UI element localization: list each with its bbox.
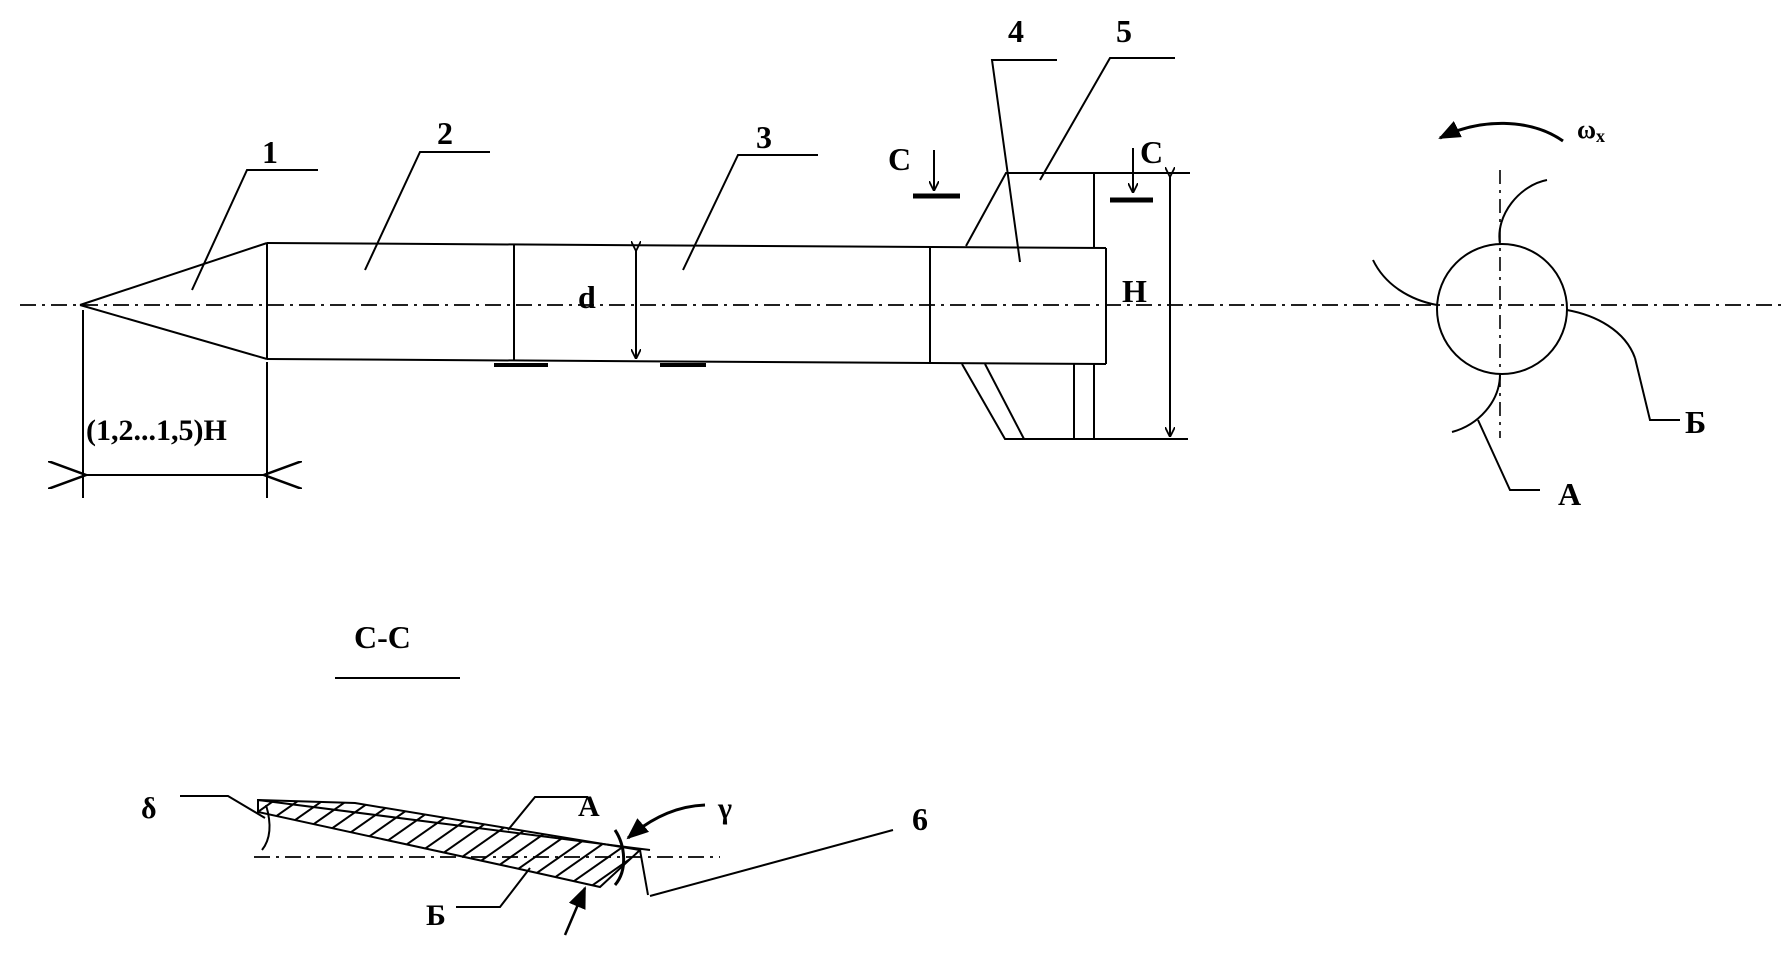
label-angle-delta: δ (141, 792, 157, 825)
label-part-6: 6 (912, 801, 928, 837)
body-top-edge (267, 243, 1106, 248)
leader-part-1 (192, 170, 318, 290)
label-omega: ωx (1577, 115, 1605, 146)
leader-part-4 (992, 60, 1057, 262)
label-edge-a: А (1558, 476, 1581, 512)
label-part-2: 2 (437, 115, 453, 151)
nose-cone (80, 243, 267, 359)
blade-tip-line (640, 850, 648, 895)
main-view-labels: 1 2 3 4 5 d H (1,2...1,5)H C C (86, 13, 1163, 447)
leader-angle-delta (180, 796, 265, 818)
label-section-edge-a: А (578, 790, 600, 823)
label-part-1: 1 (262, 134, 278, 170)
label-omega-subscript: x (1596, 126, 1605, 146)
gamma-leader-arrow (628, 805, 705, 838)
label-part-3: 3 (756, 119, 772, 155)
label-height: H (1122, 273, 1147, 309)
section-view-labels: С-С δ γ А Б 6 (141, 619, 928, 932)
end-view-fin-left (1373, 260, 1437, 305)
label-section-edge-b: Б (426, 899, 446, 932)
label-part-4: 4 (1008, 13, 1024, 49)
label-section-left: C (888, 141, 911, 177)
rotation-arrow (1440, 123, 1563, 141)
leader-edge-a (1478, 420, 1540, 490)
label-part-5: 5 (1116, 13, 1132, 49)
section-title: С-С (354, 619, 411, 655)
end-view-fin-bottom (1452, 374, 1500, 432)
label-edge-b: Б (1685, 404, 1706, 440)
label-angle-gamma: γ (717, 792, 732, 825)
leader-edge-b (1635, 358, 1680, 420)
leader-part-3 (683, 155, 818, 270)
leader-part-2 (365, 152, 490, 270)
end-view-fin-right (1567, 310, 1635, 358)
thickness-arrow-lower (565, 888, 585, 935)
label-diameter: d (578, 279, 596, 315)
label-nose-length: (1,2...1,5)H (86, 414, 227, 447)
end-view-fin-top (1499, 180, 1547, 244)
leader-section-a (508, 797, 588, 830)
end-view-body-circle (1437, 244, 1567, 374)
end-view (1373, 123, 1680, 490)
leader-part-6 (650, 830, 893, 896)
label-omega-symbol: ω (1577, 115, 1596, 144)
section-view (180, 678, 893, 935)
fin-lower-inner (985, 364, 1024, 439)
leader-section-b (456, 868, 530, 907)
fin-upper (966, 173, 1094, 246)
label-section-right: C (1140, 134, 1163, 170)
